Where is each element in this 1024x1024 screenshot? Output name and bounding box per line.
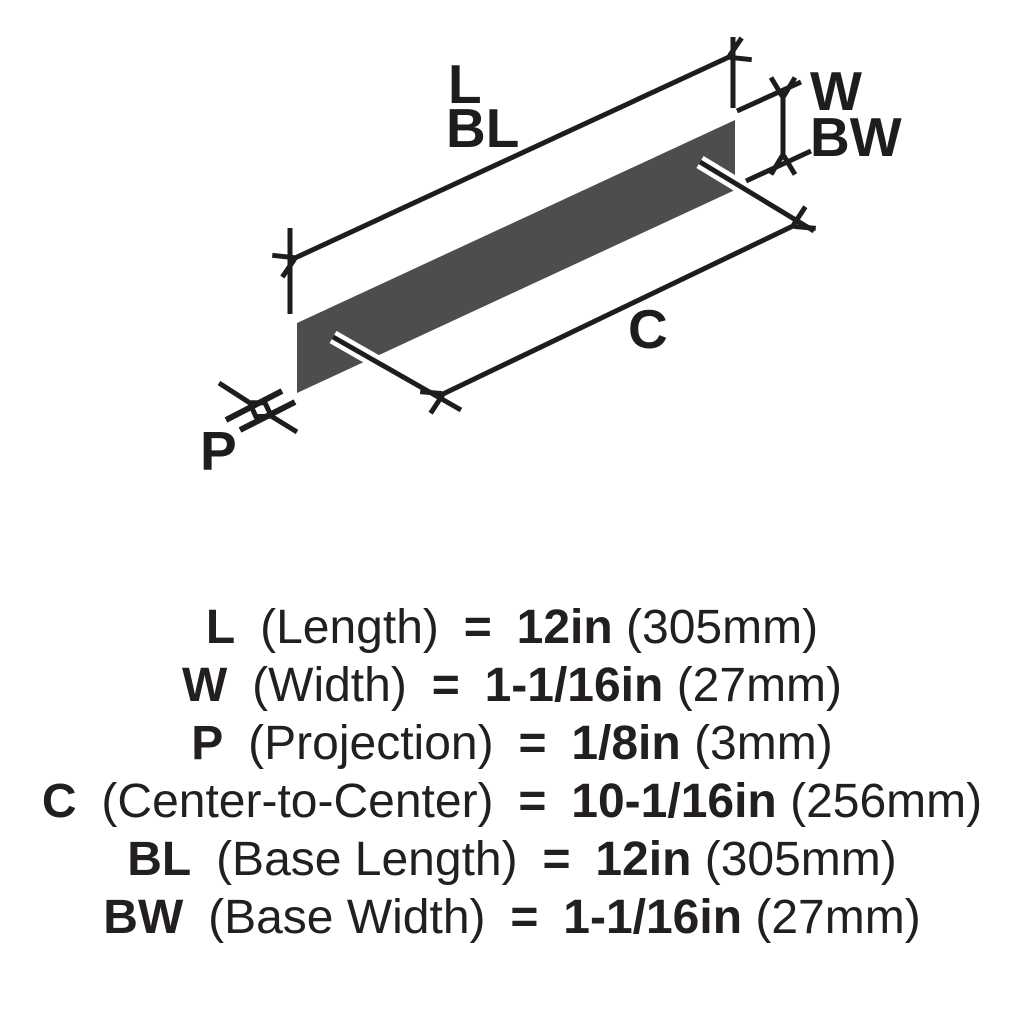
legend-value-in: 1-1/16in xyxy=(563,891,743,944)
label-center-to-center: C xyxy=(628,298,668,360)
legend-abbr: P xyxy=(191,717,224,770)
legend-value-in: 12in xyxy=(595,833,692,886)
legend-value-mm: (256mm) xyxy=(790,775,983,828)
legend-row-width: W (Width) = 1-1/16in (27mm) xyxy=(0,657,1024,715)
legend-value-mm: (27mm) xyxy=(755,891,921,944)
legend-name: (Width) xyxy=(252,659,407,712)
legend-value-mm: (305mm) xyxy=(626,601,819,654)
legend-value-in: 12in xyxy=(516,601,613,654)
legend-name: (Base Length) xyxy=(216,833,518,886)
width-extension-line-top xyxy=(735,79,803,114)
hole-centerline-left xyxy=(331,334,463,413)
legend-row-base-width: BW (Base Width) = 1-1/16in (27mm) xyxy=(0,889,1024,947)
legend-row-base-length: BL (Base Length) = 12in (305mm) xyxy=(0,831,1024,889)
legend-name: (Base Width) xyxy=(208,891,486,944)
label-length: L xyxy=(448,53,482,115)
legend-equals: = xyxy=(542,833,571,886)
legend-value-in: 1/8in xyxy=(571,717,681,770)
legend-equals: = xyxy=(518,775,547,828)
width-extension-line-bottom xyxy=(744,148,813,184)
legend-value-mm: (305mm) xyxy=(704,833,897,886)
legend-equals: = xyxy=(518,717,547,770)
legend-name: (Projection) xyxy=(248,717,494,770)
legend-value-in: 1-1/16in xyxy=(484,659,664,712)
projection-arrow-lower xyxy=(271,416,299,435)
legend-row-projection: P (Projection) = 1/8in (3mm) xyxy=(0,715,1024,773)
dimension-legend: L (Length) = 12in (305mm) W (Width) = 1-… xyxy=(0,599,1024,947)
projection-arrow-upper xyxy=(217,380,250,403)
legend-name: (Length) xyxy=(260,601,439,654)
label-base-length: BL xyxy=(446,97,519,159)
label-projection: P xyxy=(200,420,237,482)
legend-abbr: BL xyxy=(127,833,192,886)
legend-value-mm: (3mm) xyxy=(694,717,833,770)
legend-row-center-to-center: C (Center-to-Center) = 10-1/16in (256mm) xyxy=(0,773,1024,831)
legend-value-in: 10-1/16in xyxy=(571,775,777,828)
center-dimension-arrow xyxy=(443,226,793,394)
legend-abbr: BW xyxy=(103,891,184,944)
legend-abbr: W xyxy=(181,659,228,712)
legend-equals: = xyxy=(510,891,539,944)
label-width: W xyxy=(810,60,862,122)
length-dimension-arrow xyxy=(295,57,729,258)
legend-equals: = xyxy=(431,659,460,712)
legend-row-length: L (Length) = 12in (305mm) xyxy=(0,599,1024,657)
legend-abbr: C xyxy=(41,775,77,828)
legend-name: (Center-to-Center) xyxy=(101,775,494,828)
legend-value-mm: (27mm) xyxy=(676,659,843,712)
label-base-width: BW xyxy=(810,106,902,168)
legend-equals: = xyxy=(463,601,492,654)
legend-abbr: L xyxy=(205,601,236,654)
